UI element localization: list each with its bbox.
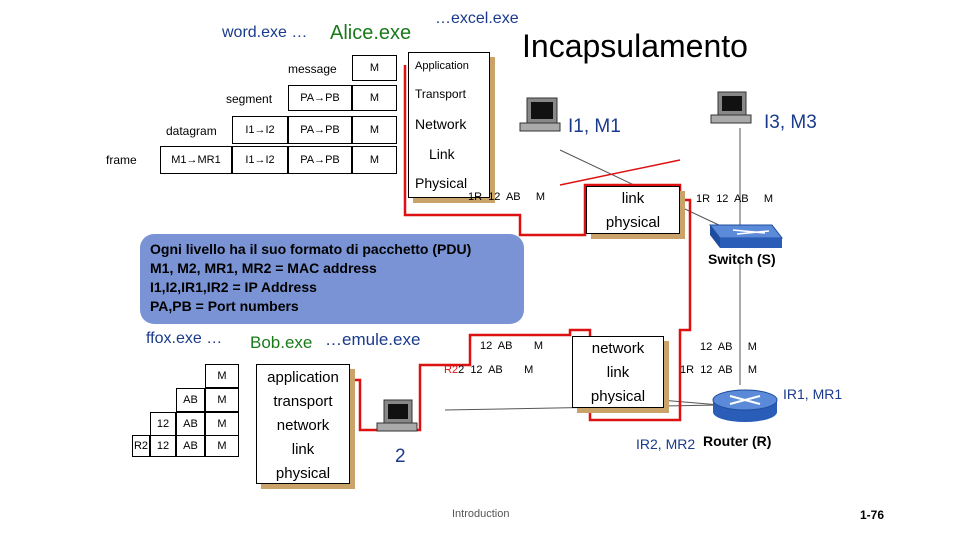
- pkt-router-in: 12 AB M: [480, 340, 543, 352]
- pkt-field: AB: [717, 341, 733, 353]
- note-line: Ogni livello ha il suo formato di pacche…: [150, 241, 472, 257]
- bob-application-layer: application: [267, 369, 339, 386]
- router-iface-2-label: IR2, MR2: [636, 436, 696, 452]
- alice-physical-layer: Physical: [415, 175, 468, 191]
- pkt-router-out2: 1R 12 AB M: [680, 364, 757, 376]
- pkt-field: AB: [733, 193, 749, 205]
- pkt-field: 1R: [696, 193, 711, 205]
- bob-r4-r2: R2: [132, 435, 150, 457]
- msg-m-field: M: [352, 55, 397, 81]
- pkt-field: AB: [497, 340, 513, 352]
- frame-port-field: PA→PB: [288, 146, 352, 174]
- router-link-layer: link: [606, 364, 630, 381]
- pkt-field: M: [533, 340, 544, 352]
- host-i3-label: I3, M3: [764, 112, 817, 133]
- seg-m-field: M: [352, 85, 397, 111]
- bob-r2-m: M: [205, 388, 239, 412]
- dgram-port-field: PA→PB: [288, 116, 352, 144]
- router-label: Router (R): [703, 433, 772, 449]
- bob-network-layer: network: [276, 417, 330, 434]
- note-line: I1,I2,IR1,IR2 = IP Address: [150, 279, 317, 295]
- bob-r3-m: M: [205, 412, 239, 436]
- note-line: M1, M2, MR1, MR2 = MAC address: [150, 260, 377, 276]
- router-protocol-stack: network link physical: [572, 336, 664, 408]
- host-i1-label: I1, M1: [568, 116, 621, 137]
- alice-protocol-stack: Application Transport Network Link Physi…: [408, 52, 490, 198]
- segment-label: segment: [226, 92, 273, 106]
- pkt-alice-out: 1R 12 AB M: [468, 191, 545, 203]
- seg-port-field: PA→PB: [288, 85, 352, 111]
- bob-r3-12: 12: [150, 412, 176, 436]
- bob-physical-layer: physical: [275, 465, 331, 482]
- footer-center: Introduction: [452, 508, 510, 520]
- pkt-router-in2: R22 12 AB M: [444, 364, 533, 376]
- frame-m-field: M: [352, 146, 397, 174]
- page-title: Incapsulamento: [522, 28, 748, 64]
- firefox-app-label: ffox.exe …: [146, 330, 223, 347]
- note-line: PA,PB = Port numbers: [150, 298, 299, 314]
- pc-icon-i1: [519, 97, 561, 132]
- pkt-field: M: [524, 364, 534, 376]
- bob-r4-m: M: [205, 435, 239, 457]
- pkt-field: M: [763, 193, 774, 205]
- pkt-field: AB: [505, 191, 521, 203]
- pkt-field: 12: [716, 193, 729, 205]
- alice-application-layer: Application: [415, 60, 469, 72]
- pdu-note: Ogni livello ha il suo formato di pacche…: [140, 234, 524, 324]
- pkt-field: 12: [700, 364, 713, 376]
- pkt-field: AB: [488, 364, 503, 376]
- pc-icon-2: [376, 399, 418, 432]
- bob-app-label: Bob.exe: [250, 333, 313, 352]
- bob-r4-ab: AB: [176, 435, 205, 457]
- pkt-field: 12: [488, 191, 501, 203]
- bob-protocol-stack: application transport network link physi…: [256, 364, 350, 484]
- frame-label: frame: [106, 153, 137, 167]
- emule-app-label: …emule.exe: [325, 330, 421, 349]
- pkt-router-out1: 12 AB M: [700, 341, 757, 353]
- router-iface-1-label: IR1, MR1: [783, 386, 843, 402]
- word-app-label: word.exe …: [222, 24, 308, 41]
- pkt-field: 12: [470, 364, 483, 376]
- frame-mac-field: M1→MR1: [160, 146, 232, 174]
- excel-app-label: …excel.exe: [435, 10, 519, 27]
- bob-r1-m: M: [205, 364, 239, 388]
- dgram-m-field: M: [352, 116, 397, 144]
- alice-app-label: Alice.exe: [330, 22, 412, 44]
- pkt-field: R2: [444, 364, 459, 376]
- datagram-label: datagram: [166, 124, 217, 138]
- bob-r4-12: 12: [150, 435, 176, 457]
- alice-transport-layer: Transport: [415, 87, 466, 101]
- pkt-field: AB: [717, 364, 733, 376]
- bob-r3-ab: AB: [176, 412, 205, 436]
- pkt-field: 1R: [468, 191, 483, 203]
- pkt-field: 12: [480, 340, 493, 352]
- pkt-field: 1R: [680, 364, 695, 376]
- alice-network-layer: Network: [415, 116, 467, 132]
- switch-label: Switch (S): [708, 251, 776, 267]
- switch-protocol-stack: link physical: [586, 186, 680, 234]
- message-label: message: [288, 62, 337, 76]
- switch-icon: [708, 224, 784, 248]
- host-2-label: 2: [395, 446, 406, 467]
- bob-transport-layer: transport: [273, 393, 333, 410]
- dgram-ip-field: I1→I2: [232, 116, 288, 144]
- alice-link-layer: Link: [429, 146, 455, 162]
- pkt-field: 2: [458, 364, 465, 376]
- router-network-layer: network: [591, 340, 645, 357]
- pkt-field: M: [747, 341, 757, 353]
- pc-icon-i3: [710, 91, 752, 124]
- router-icon: [712, 389, 778, 422]
- page-number: 1-76: [860, 508, 885, 522]
- switch-physical-layer: physical: [605, 214, 661, 231]
- frame-ip-field: I1→I2: [232, 146, 288, 174]
- bob-r2-ab: AB: [176, 388, 205, 412]
- pkt-field: 12: [700, 341, 713, 353]
- switch-link-layer: link: [621, 190, 645, 207]
- router-physical-layer: physical: [590, 388, 646, 405]
- pkt-field: M: [535, 191, 546, 203]
- pkt-switch: 1R 12 AB M: [696, 193, 773, 205]
- bob-link-layer: link: [291, 441, 315, 458]
- pkt-field: M: [747, 364, 758, 376]
